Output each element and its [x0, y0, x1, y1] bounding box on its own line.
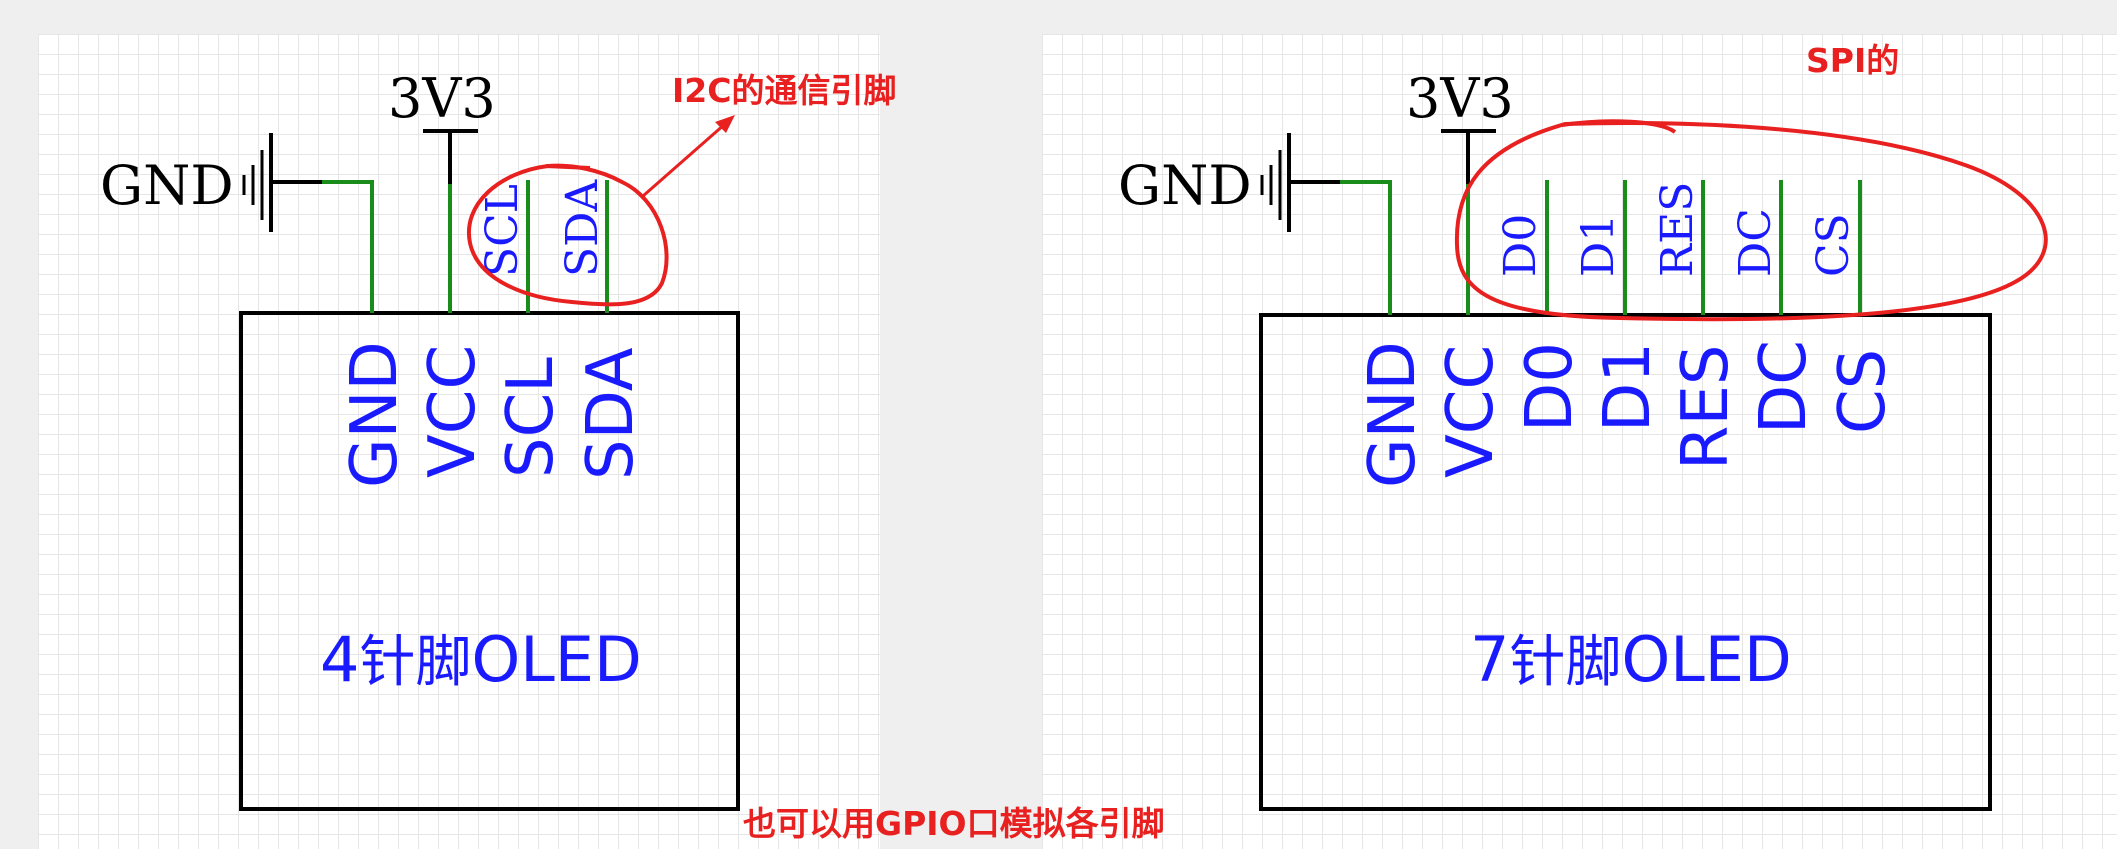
- left-net-label-sda: SDA: [557, 179, 608, 277]
- left-gnd-label: GND: [100, 154, 234, 217]
- right-pin-gnd: GND: [1356, 341, 1430, 488]
- left-gnd-symbol: GND: [100, 133, 374, 313]
- right-3v3-label: 3V3: [1406, 67, 1514, 130]
- left-3v3-supply-symbol: 3V3: [388, 67, 496, 313]
- right-net-label-dc: DC: [1730, 208, 1781, 277]
- left-pin-gnd: GND: [338, 341, 412, 488]
- right-net-label-cs: CS: [1808, 213, 1859, 277]
- gpio-note: 也可以用GPIO口模拟各引脚: [743, 804, 1165, 843]
- left-3v3-label: 3V3: [388, 67, 496, 130]
- right-pin-dc: DC: [1747, 340, 1821, 434]
- right-gnd-symbol: GND: [1118, 133, 1392, 315]
- i2c-note: I2C的通信引脚: [672, 71, 896, 110]
- left-module-title: 4针脚OLED: [320, 623, 642, 696]
- right-net-label-d0: D0: [1495, 214, 1546, 277]
- i2c-arrow-line: [642, 122, 726, 198]
- right-canvas-panel: [1042, 34, 2117, 849]
- spi-circle-mark: [1454, 121, 2048, 322]
- spi-note: SPI的: [1806, 41, 1899, 80]
- left-net-label-scl: SCL: [477, 184, 528, 277]
- i2c-annotation: I2C的通信引脚: [466, 71, 896, 307]
- right-pin-vcc: VCC: [1434, 345, 1508, 478]
- right-3v3-supply-symbol: 3V3: [1406, 67, 1514, 315]
- spi-annotation: SPI的: [1454, 41, 2048, 322]
- right-pin-d1: D1: [1591, 342, 1665, 432]
- left-pin-scl: SCL: [494, 357, 568, 478]
- i2c-circle-mark: [466, 163, 669, 307]
- left-pin-sda: SDA: [574, 347, 648, 480]
- right-pin-cs: CS: [1826, 349, 1900, 434]
- left-module-body: [239, 311, 740, 811]
- left-pin-vcc: VCC: [416, 345, 490, 478]
- right-oled-module: 3V3 GND D0 D1 RES DC CS GND VCC D0 D1 RE…: [1118, 67, 1992, 811]
- right-net-label-res: RES: [1652, 182, 1703, 277]
- right-pin-d0: D0: [1513, 342, 1587, 432]
- right-gnd-label: GND: [1118, 154, 1252, 217]
- right-net-label-d1: D1: [1573, 214, 1624, 277]
- i2c-arrow-head: [715, 115, 735, 133]
- left-oled-module: 3V3 GND SCL SDA GND VCC SCL SDA 4针脚OLED: [100, 67, 740, 811]
- right-module-title: 7针脚OLED: [1470, 623, 1792, 696]
- right-pin-res: RES: [1669, 344, 1743, 470]
